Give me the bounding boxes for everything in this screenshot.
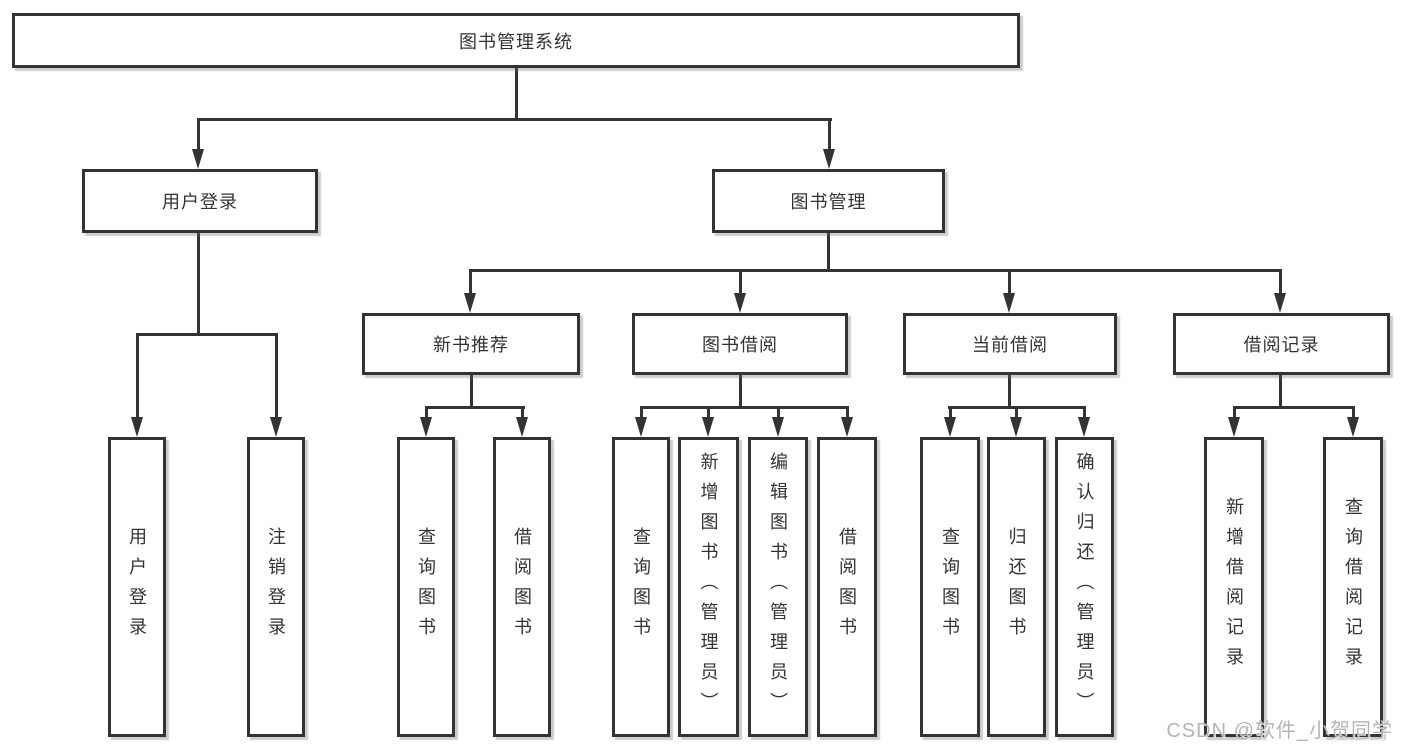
leaf-confirm-return-admin: 确认归还（管理员） — [1055, 437, 1114, 737]
connector-records-stem — [1279, 375, 1282, 409]
connector-root-split — [197, 118, 832, 121]
arrowhead-down-icon — [1228, 417, 1240, 437]
arrowhead-down-icon — [1078, 417, 1090, 437]
node-book-management: 图书管理 — [712, 169, 945, 233]
leaf-add-books-admin: 新增图书（管理员） — [678, 437, 739, 737]
arrowhead-down-icon — [1010, 417, 1022, 437]
connector-to-leaf — [1352, 406, 1355, 419]
arrowhead-down-icon — [734, 293, 746, 313]
leaf-user-login: 用户登录 — [108, 437, 166, 737]
connector-to-leaf — [640, 406, 643, 419]
arrowhead-down-icon — [772, 417, 784, 437]
arrowhead-down-icon — [1003, 293, 1015, 313]
leaf-logout: 注销登录 — [247, 437, 305, 737]
connector-book-management-stem — [827, 233, 830, 272]
connector-to-book-management — [828, 118, 831, 151]
leaf-return-books: 归还图书 — [987, 437, 1046, 737]
connector-to-current-borrowing — [1008, 269, 1011, 295]
arrowhead-down-icon — [635, 417, 647, 437]
leaf-query-borrow-record: 查询借阅记录 — [1323, 437, 1383, 737]
connector-to-leaf — [1083, 406, 1086, 419]
arrowhead-down-icon — [823, 149, 835, 169]
connector-recommendation-split — [425, 406, 525, 409]
arrowhead-down-icon — [516, 417, 528, 437]
connector-to-leaf — [1015, 406, 1018, 419]
connector-records-split — [1233, 406, 1355, 409]
leaf-add-borrow-record: 新增借阅记录 — [1204, 437, 1264, 737]
connector-to-leaf — [707, 406, 710, 419]
connector-to-user-login — [197, 118, 200, 151]
connector-user-login-split — [136, 333, 278, 336]
connector-borrowing-split — [640, 406, 849, 409]
arrowhead-down-icon — [1347, 417, 1359, 437]
leaf-edit-books-admin: 编辑图书（管理员） — [748, 437, 808, 737]
connector-to-leaf — [777, 406, 780, 419]
leaf-query-books-recommendation: 查询图书 — [397, 437, 455, 737]
connector-to-leaf — [521, 406, 524, 419]
node-library-system: 图书管理系统 — [12, 13, 1020, 68]
connector-to-leaf — [1233, 406, 1236, 419]
connector-user-login-stem — [197, 233, 200, 336]
connector-current-stem — [1008, 375, 1011, 409]
connector-to-leaf — [846, 406, 849, 419]
arrowhead-down-icon — [1274, 293, 1286, 313]
connector-to-book-borrowing — [739, 269, 742, 295]
arrowhead-down-icon — [944, 417, 956, 437]
leaf-borrow-books-recommendation: 借阅图书 — [493, 437, 551, 737]
connector-book-management-split — [469, 269, 1282, 272]
connector-to-leaf-user-login — [136, 333, 139, 419]
leaf-query-books-borrowing: 查询图书 — [612, 437, 670, 737]
connector-recommendation-stem — [470, 375, 473, 409]
node-new-book-recommendation: 新书推荐 — [362, 313, 580, 375]
arrowhead-down-icon — [464, 293, 476, 313]
node-user-login: 用户登录 — [82, 169, 318, 233]
connector-to-new-book-recommendation — [469, 269, 472, 295]
node-borrowing-records: 借阅记录 — [1173, 313, 1390, 375]
arrowhead-down-icon — [131, 417, 143, 437]
connector-to-leaf — [949, 406, 952, 419]
arrowhead-down-icon — [841, 417, 853, 437]
connector-borrowing-stem — [739, 375, 742, 409]
node-current-borrowing: 当前借阅 — [903, 313, 1117, 375]
arrowhead-down-icon — [702, 417, 714, 437]
connector-to-leaf-logout — [275, 333, 278, 419]
node-book-borrowing: 图书借阅 — [632, 313, 848, 375]
leaf-borrow-books-borrowing: 借阅图书 — [817, 437, 877, 737]
connector-to-leaf — [425, 406, 428, 419]
arrowhead-down-icon — [270, 417, 282, 437]
csdn-watermark: CSDN @软件_小贺同学 — [1166, 720, 1393, 742]
connector-to-borrowing-records — [1279, 269, 1282, 295]
arrowhead-down-icon — [192, 149, 204, 169]
arrowhead-down-icon — [420, 417, 432, 437]
connector-root-stem — [515, 68, 518, 120]
leaf-query-books-current: 查询图书 — [920, 437, 980, 737]
